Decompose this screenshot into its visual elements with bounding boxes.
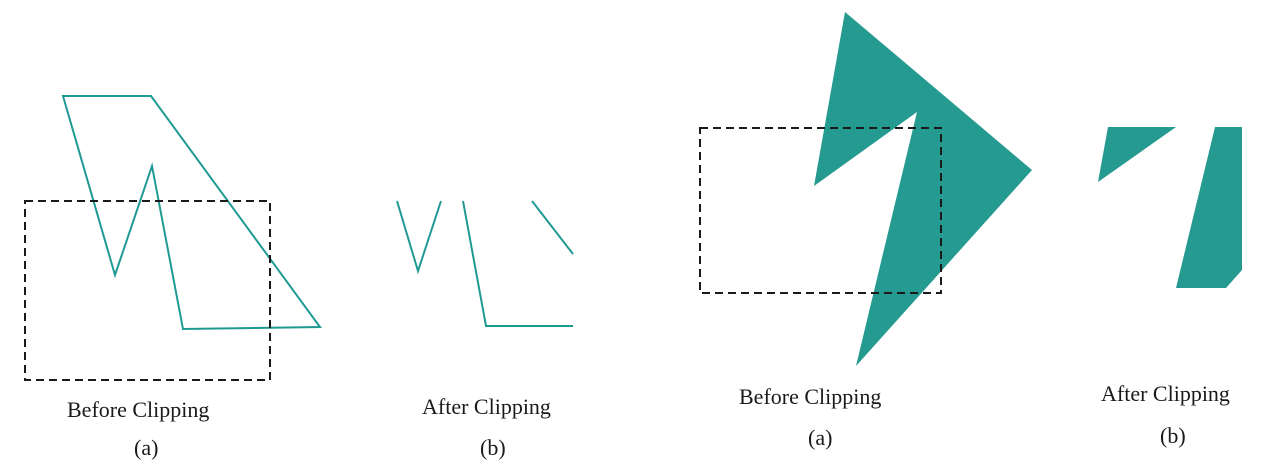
panel-3-sublabel: (a) bbox=[808, 425, 833, 450]
clipped-fill-triangle bbox=[1098, 127, 1176, 182]
filled-before-clipping-panel bbox=[699, 12, 1032, 366]
clipped-segment-right-edge bbox=[531, 200, 574, 255]
panel-2-sublabel: (b) bbox=[480, 435, 506, 460]
clipped-fill-quad bbox=[1176, 127, 1242, 288]
panel-4-caption: After Clipping bbox=[1101, 381, 1230, 406]
panel-1-caption: Before Clipping bbox=[67, 397, 210, 422]
clip-window bbox=[699, 127, 942, 294]
clipped-segment-left-spike bbox=[396, 200, 442, 275]
polygon-outline bbox=[61, 95, 322, 331]
panel-4-sublabel: (b) bbox=[1160, 423, 1186, 448]
panel-1-sublabel: (a) bbox=[134, 435, 159, 460]
panel-2-caption: After Clipping bbox=[422, 394, 551, 419]
panel-3-caption: Before Clipping bbox=[739, 384, 882, 409]
clip-window bbox=[24, 200, 271, 381]
outline-before-clipping-panel bbox=[24, 95, 322, 381]
filled-after-clipping-panel bbox=[1098, 127, 1242, 288]
clipped-segment-middle bbox=[462, 200, 573, 327]
filled-polygon bbox=[814, 12, 1032, 366]
outline-after-clipping-panel bbox=[396, 200, 574, 327]
